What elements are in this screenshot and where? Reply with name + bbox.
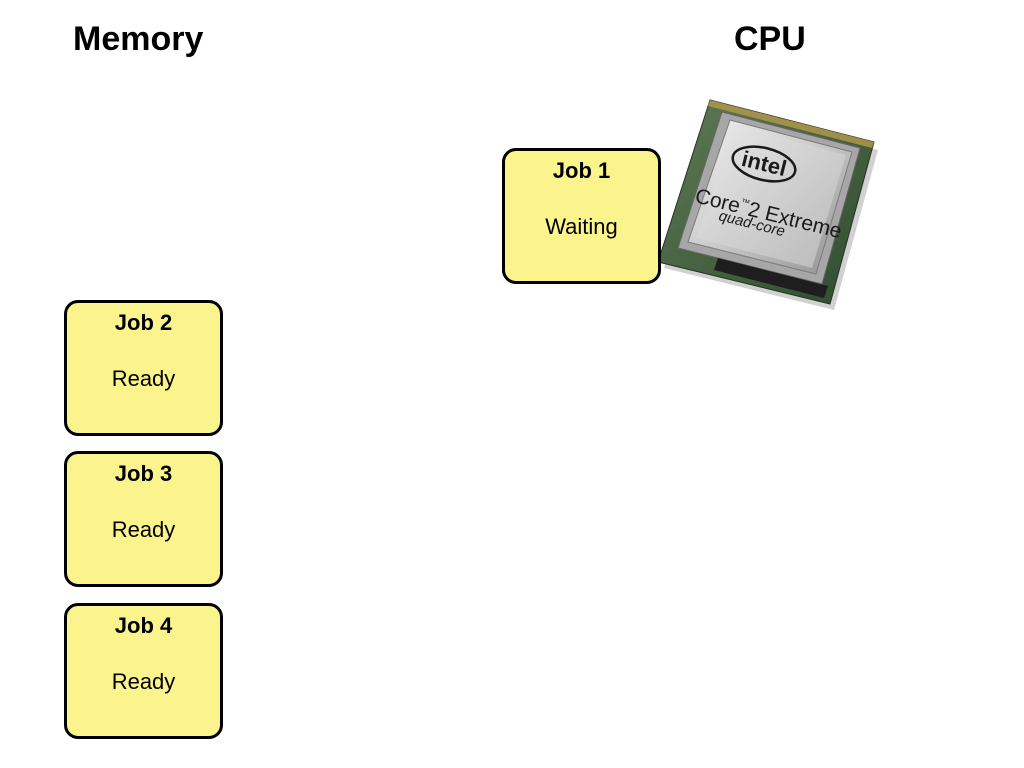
job-status: Waiting [545,214,618,239]
job-title: Job 3 [114,461,173,486]
memory-job-card: Job 4 Ready [64,603,223,739]
memory-heading: Memory [73,20,204,58]
job-title: Job 4 [114,613,173,638]
cpu-job-card: Job 1 Waiting [502,148,661,284]
job-status: Ready [111,669,176,694]
job-status: Ready [111,517,176,542]
job-title: Job 2 [114,310,173,335]
cpu-chip-image: intel Core™2 Extreme quad-core [657,99,878,310]
cpu-heading: CPU [734,20,806,58]
memory-job-card: Job 3 Ready [64,451,223,587]
job-status: Ready [111,366,176,391]
chip-tm-text: ™ [740,197,751,209]
job-title: Job 1 [552,158,611,183]
memory-job-card: Job 2 Ready [64,300,223,436]
